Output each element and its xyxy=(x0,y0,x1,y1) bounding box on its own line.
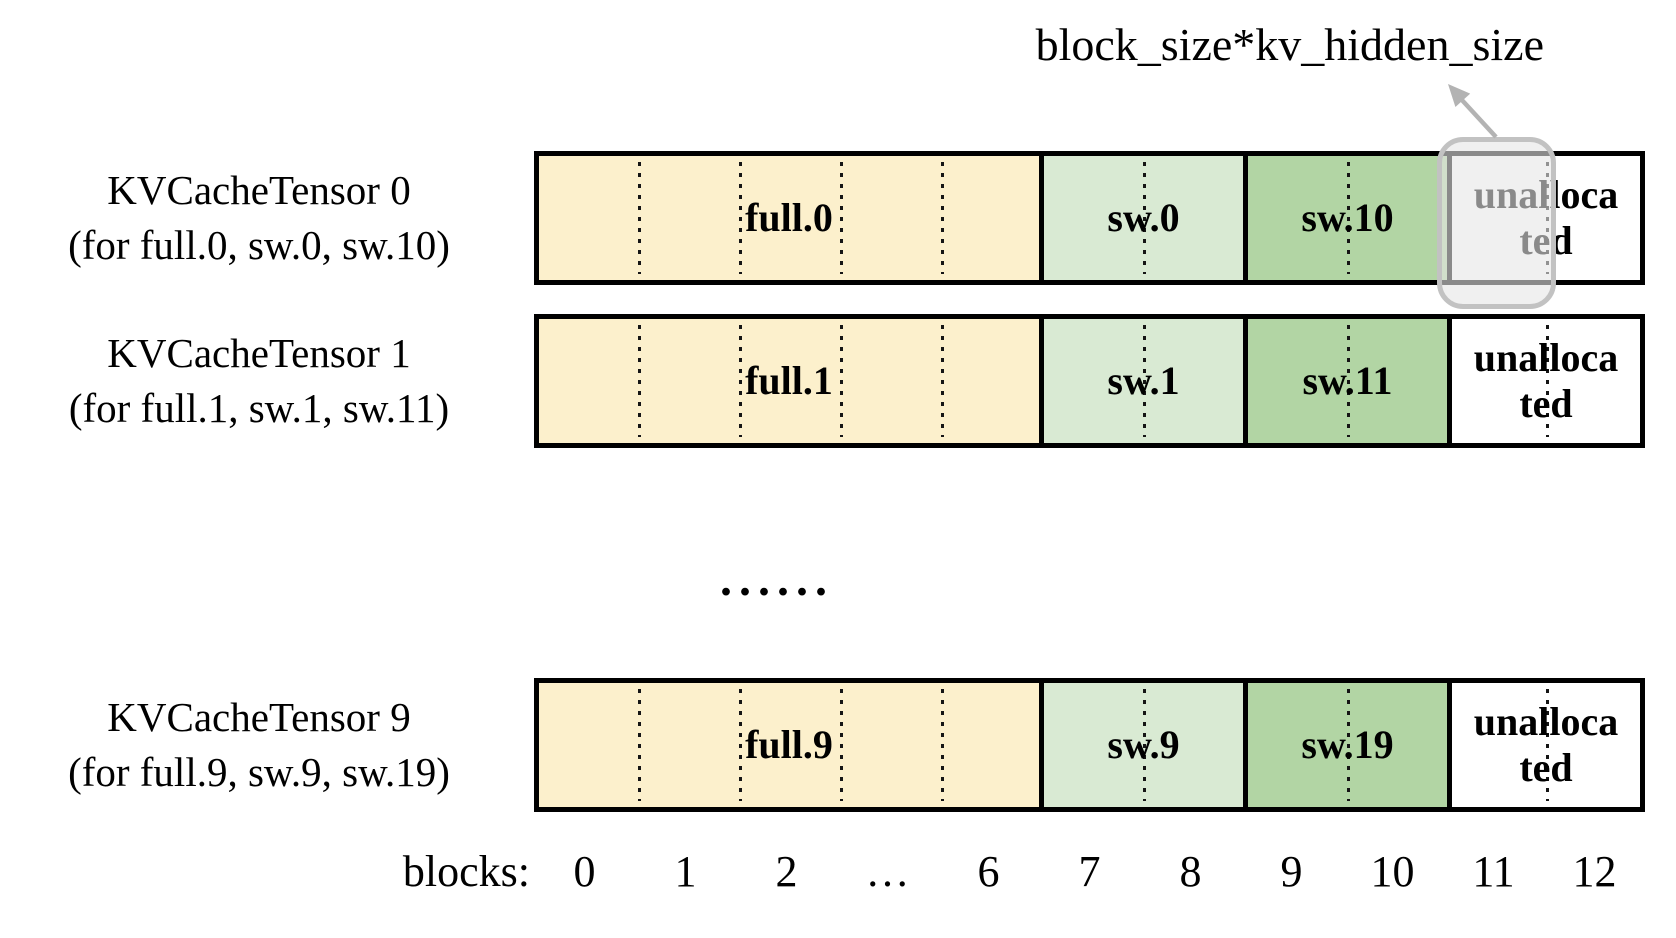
segment-sw-a: sw.1 xyxy=(1044,319,1248,443)
block-divider-dotted-line xyxy=(1143,325,1146,437)
blocks-axis: blocks: 0 1 2 … 6 7 8 9 10 11 12 xyxy=(0,846,1676,906)
tensor-row-1: KVCacheTensor 1 (for full.1, sw.1, sw.11… xyxy=(0,314,1676,448)
block-divider-dotted-line xyxy=(739,162,742,274)
block-tick: 10 xyxy=(1370,847,1415,896)
block-tick: 0 xyxy=(573,847,596,896)
segment-label: full.1 xyxy=(745,358,833,403)
segment-sw-a: sw.9 xyxy=(1044,683,1248,807)
row-label: KVCacheTensor 0 (for full.0, sw.0, sw.10… xyxy=(16,163,502,273)
block-divider-dotted-line xyxy=(1546,325,1549,437)
segment-label: sw.1 xyxy=(1107,358,1180,403)
segment-unallocated: unalloca ted xyxy=(1452,683,1640,807)
block-divider-dotted-line xyxy=(1143,162,1146,274)
kv-cache-bar: full.1 sw.1 sw.11 unalloca ted xyxy=(534,314,1645,448)
row-label: KVCacheTensor 1 (for full.1, sw.1, sw.11… xyxy=(16,326,502,436)
segment-label: sw.9 xyxy=(1107,722,1180,767)
block-tick: 1 xyxy=(674,847,697,896)
row-title: KVCacheTensor 9 xyxy=(107,694,411,741)
block-tick: … xyxy=(865,847,910,896)
segment-sw-a: sw.0 xyxy=(1044,156,1248,280)
row-subtitle: (for full.9, sw.9, sw.19) xyxy=(68,749,450,795)
segment-sw-b: sw.11 xyxy=(1248,319,1452,443)
block-divider-dotted-line xyxy=(941,162,944,274)
kv-cache-bar: full.9 sw.9 sw.19 unalloca ted xyxy=(534,678,1645,812)
block-tick: 7 xyxy=(1078,847,1101,896)
block-divider-dotted-line xyxy=(638,162,641,274)
block-divider-dotted-line xyxy=(840,689,843,801)
block-divider-dotted-line xyxy=(638,689,641,801)
row-title: KVCacheTensor 1 xyxy=(107,330,411,377)
segment-label: unalloca ted xyxy=(1473,699,1619,790)
segment-sw-b: sw.10 xyxy=(1248,156,1452,280)
segment-unallocated: unalloca ted xyxy=(1452,319,1640,443)
row-subtitle: (for full.0, sw.0, sw.10) xyxy=(68,222,450,268)
block-size-annotation-label: block_size*kv_hidden_size xyxy=(1035,19,1544,70)
row-label: KVCacheTensor 9 (for full.9, sw.9, sw.19… xyxy=(16,690,502,800)
segment-full: full.9 xyxy=(539,683,1044,807)
block-divider-dotted-line xyxy=(1546,689,1549,801)
segment-label: full.0 xyxy=(745,195,833,240)
segment-sw-b: sw.19 xyxy=(1248,683,1452,807)
row-subtitle: (for full.1, sw.1, sw.11) xyxy=(68,385,450,431)
block-tick: 8 xyxy=(1179,847,1202,896)
block-tick: 9 xyxy=(1280,847,1303,896)
block-divider-dotted-line xyxy=(840,325,843,437)
block-tick: 11 xyxy=(1472,847,1515,896)
block-divider-dotted-line xyxy=(1143,689,1146,801)
block-divider-dotted-line xyxy=(941,689,944,801)
block-divider-dotted-line xyxy=(739,689,742,801)
block-divider-dotted-line xyxy=(1347,162,1350,274)
block-divider-dotted-line xyxy=(941,325,944,437)
block-tick: 12 xyxy=(1572,847,1617,896)
block-divider-dotted-line xyxy=(638,325,641,437)
tensor-row-9: KVCacheTensor 9 (for full.9, sw.9, sw.19… xyxy=(0,678,1676,812)
rows-ellipsis: ...... xyxy=(720,553,834,606)
segment-label: sw.10 xyxy=(1301,195,1394,240)
segment-label: sw.11 xyxy=(1302,358,1393,403)
block-tick: 6 xyxy=(977,847,1000,896)
block-divider-dotted-line xyxy=(840,162,843,274)
block-divider-dotted-line xyxy=(739,325,742,437)
segment-label: sw.0 xyxy=(1107,195,1180,240)
segment-full: full.0 xyxy=(539,156,1044,280)
block-size-highlight-box xyxy=(1437,137,1556,309)
annotation-arrow-icon xyxy=(1448,84,1498,139)
tensor-row-0: KVCacheTensor 0 (for full.0, sw.0, sw.10… xyxy=(0,151,1676,285)
block-divider-dotted-line xyxy=(1347,325,1350,437)
segment-label: unalloca ted xyxy=(1473,335,1619,426)
segment-label: full.9 xyxy=(745,722,833,767)
segment-label: sw.19 xyxy=(1301,722,1394,767)
blocks-axis-label: blocks: xyxy=(402,847,530,896)
block-tick: 2 xyxy=(775,847,798,896)
row-title: KVCacheTensor 0 xyxy=(107,167,411,214)
segment-full: full.1 xyxy=(539,319,1044,443)
block-divider-dotted-line xyxy=(1347,689,1350,801)
